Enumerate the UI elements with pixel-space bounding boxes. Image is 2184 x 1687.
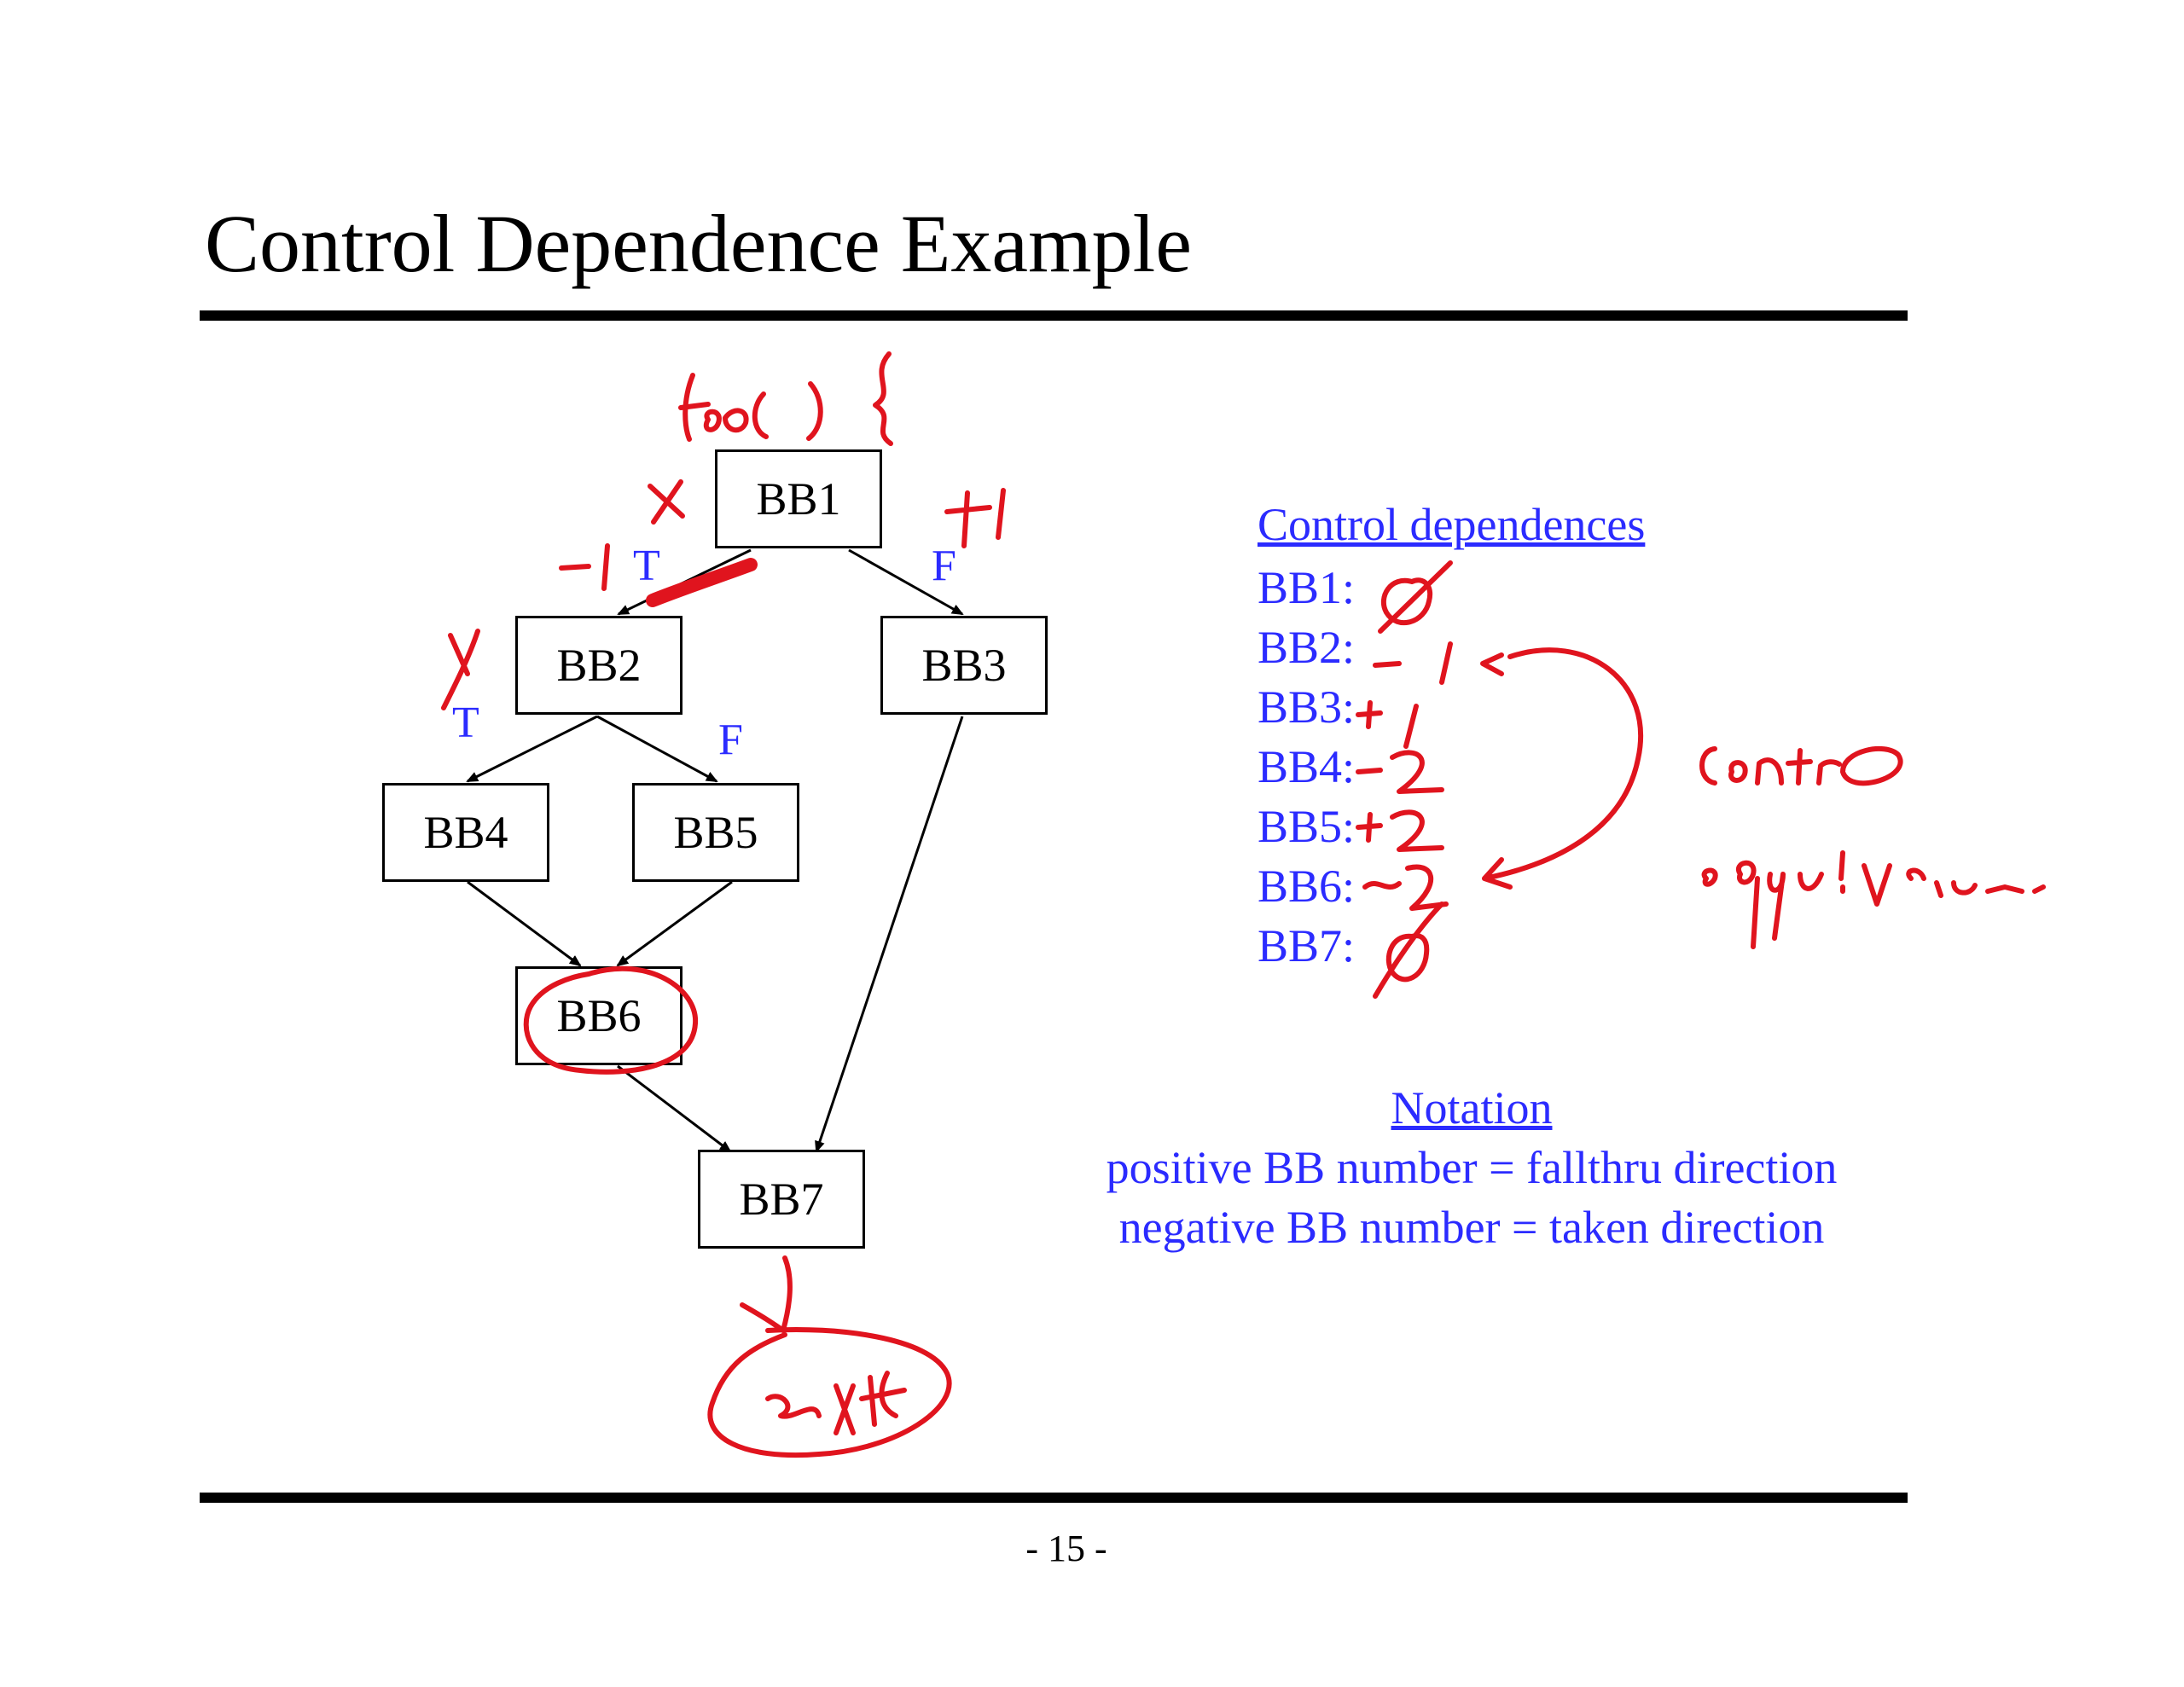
edge-bb2-bb5 bbox=[596, 715, 718, 783]
cd-row-bb2: BB2: bbox=[1258, 622, 1356, 673]
edge-bb1-bb3 bbox=[848, 548, 964, 616]
edge-label-bb1-false: F bbox=[932, 542, 956, 590]
ink-foo-label bbox=[678, 351, 893, 446]
ink-control-word bbox=[1699, 745, 1903, 786]
ink-exit-circle bbox=[707, 1326, 952, 1458]
cd-row-bb7: BB7: bbox=[1258, 920, 1356, 971]
ink-bb6-circle bbox=[523, 965, 699, 1075]
node-bb3: BB3 bbox=[880, 616, 1048, 715]
ink-equivalence-word bbox=[1701, 850, 2046, 949]
edge-bb2-bb4 bbox=[466, 715, 598, 783]
edge-bb3-bb7 bbox=[815, 716, 964, 1153]
notation-heading: Notation bbox=[1391, 1082, 1553, 1133]
ink-plus-one-bb1 bbox=[944, 488, 1006, 548]
footer-rule bbox=[200, 1493, 1908, 1503]
node-bb4: BB4 bbox=[382, 783, 549, 882]
ink-arrow-start-hook bbox=[1480, 652, 1504, 676]
node-bb1: BB1 bbox=[715, 449, 882, 548]
control-dependences-heading: Control dependences bbox=[1258, 499, 1646, 550]
cd-row-bb6: BB6: bbox=[1258, 861, 1356, 912]
edge-bb4-bb6 bbox=[467, 880, 582, 967]
node-bb2: BB2 bbox=[515, 616, 682, 715]
ink-bb4-minus-two bbox=[1356, 750, 1444, 794]
ink-minus-one-bb1 bbox=[559, 543, 610, 591]
ink-true-edge-highlight bbox=[646, 558, 758, 607]
ink-bb1-empty-set bbox=[1378, 560, 1453, 634]
ink-y-mark bbox=[441, 629, 480, 710]
edge-label-bb2-false: F bbox=[718, 716, 743, 764]
edge-label-bb2-true: T bbox=[452, 699, 479, 747]
node-bb7: BB7 bbox=[698, 1150, 865, 1249]
page-number: - 15 - bbox=[1025, 1528, 1107, 1569]
ink-bb5-plus-two bbox=[1356, 809, 1444, 852]
cd-row-bb4: BB4: bbox=[1258, 741, 1356, 792]
slide-title: Control Dependence Example bbox=[205, 198, 1192, 289]
cd-row-bb1: BB1: bbox=[1258, 562, 1356, 613]
notation-line-negative: negative BB number = taken direction bbox=[1118, 1202, 1825, 1253]
edge-bb6-bb7 bbox=[617, 1064, 732, 1153]
ink-equivalence-arrow bbox=[1482, 647, 1644, 890]
edge-label-bb1-true: T bbox=[633, 542, 660, 590]
ink-bb3-plus-one bbox=[1356, 700, 1419, 749]
node-bb5: BB5 bbox=[632, 783, 799, 882]
ink-bb6-tilde-two bbox=[1362, 864, 1449, 911]
ink-exit-tick bbox=[740, 1255, 793, 1333]
ink-bb2-minus-one bbox=[1373, 641, 1453, 685]
title-rule bbox=[200, 310, 1908, 321]
notation-line-positive: positive BB number = fallthru direction bbox=[1106, 1142, 1838, 1193]
cd-row-bb5: BB5: bbox=[1258, 801, 1356, 852]
edge-bb5-bb6 bbox=[616, 880, 733, 967]
node-bb6: BB6 bbox=[515, 966, 682, 1065]
ink-bb7-empty-set bbox=[1373, 901, 1444, 999]
ink-exit-text bbox=[765, 1371, 907, 1435]
cd-row-bb3: BB3: bbox=[1258, 681, 1356, 733]
ink-x-mark bbox=[648, 479, 685, 525]
